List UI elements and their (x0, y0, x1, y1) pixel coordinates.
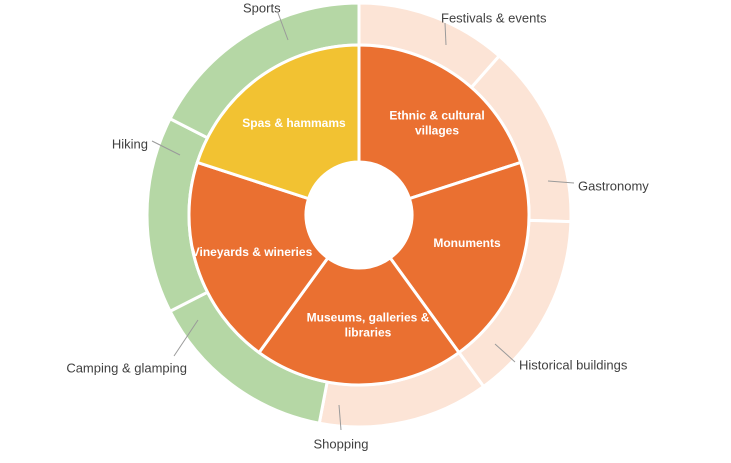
leader-line-hiking (151, 140, 181, 156)
leader-line-camping-and-glamping (173, 319, 199, 357)
outer-label-festivals-and-events: Festivals & events (441, 10, 547, 25)
leader-line-sports (277, 12, 289, 41)
leader-line-historical-buildings (494, 343, 516, 363)
outer-label-camping-and-glamping: Camping & glamping (66, 360, 187, 375)
inner-label-spas-and-hammams: Spas & hammams (242, 116, 346, 130)
outer-label-hiking: Hiking (112, 136, 148, 151)
leader-line-gastronomy (547, 180, 575, 184)
outer-label-shopping: Shopping (314, 436, 369, 451)
outer-label-sports: Sports (243, 0, 281, 15)
inner-label-museums-galleries-and-libraries: Museums, galleries &libraries (307, 311, 430, 340)
outer-label-gastronomy: Gastronomy (578, 178, 649, 193)
leader-line-festivals-and-events (444, 22, 447, 46)
inner-label-vineyards-and-wineries: Vineyards & wineries (192, 245, 313, 259)
inner-label-monuments: Monuments (433, 236, 501, 250)
center-hole (306, 162, 412, 268)
leader-line-shopping (338, 404, 342, 431)
outer-label-historical-buildings: Historical buildings (519, 357, 628, 372)
